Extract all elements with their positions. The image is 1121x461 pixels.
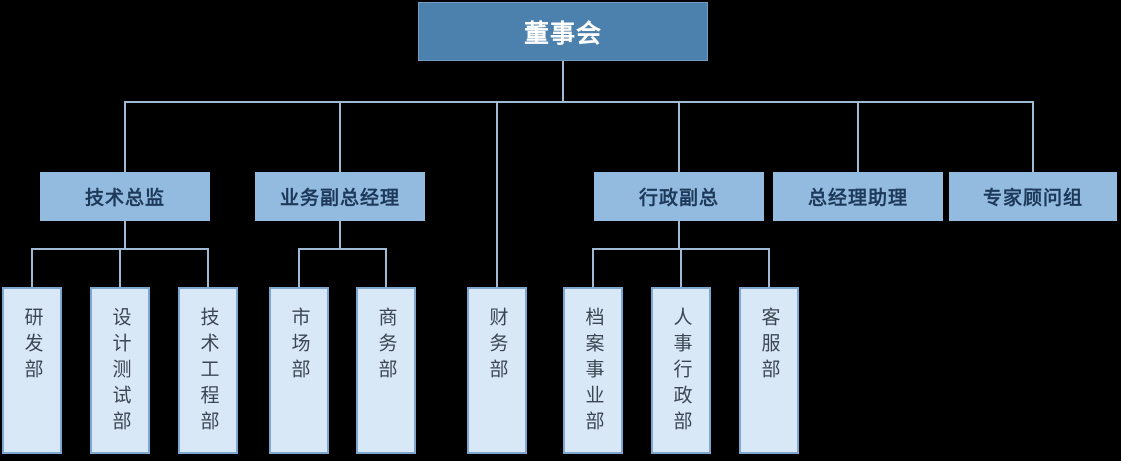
org-node-design-test-dept-label: 设计测试部 [109,307,131,437]
connector-drop-tech-engineering-dept [207,248,209,287]
org-node-expert-advisors-label: 专家顾问组 [982,188,1083,209]
org-node-tech-director: 技术总监 [40,172,210,221]
connector-business-children-rail [298,248,387,250]
connector-drop-commerce-dept [385,248,387,287]
connector-drop-business-vp [339,101,341,172]
org-node-design-test-dept: 设计测试部 [90,287,150,454]
connector-drop-market-dept [298,248,300,287]
org-node-tech-engineering-dept-label: 技术工程部 [197,307,219,437]
org-node-finance-dept-label: 财务部 [486,307,508,385]
org-node-finance-dept: 财务部 [467,287,527,454]
org-node-gm-assistant: 总经理助理 [773,172,943,221]
connector-tech-director-down [124,221,126,248]
connector-drop-customer-service-dept [768,248,770,287]
connector-drop-rd-dept [31,248,33,287]
org-node-admin-vp: 行政副总 [594,172,764,221]
org-node-customer-service-dept: 客服部 [739,287,799,454]
org-node-hr-admin-dept-label: 人事行政部 [670,307,692,437]
org-node-board-label: 董事会 [523,19,602,48]
connector-drop-tech-director [124,101,126,172]
org-node-tech-director-label: 技术总监 [84,188,165,209]
connector-business-vp-down [339,221,341,248]
connector-drop-expert-advisors [1032,101,1034,172]
connector-drop-archives-dept [592,248,594,287]
org-node-market-dept-label: 市场部 [288,307,310,385]
org-node-gm-assistant-label: 总经理助理 [807,188,908,209]
connector-main-rail [124,101,1034,103]
connector-admin-vp-down [678,221,680,248]
org-node-rd-dept-label: 研发部 [21,307,43,385]
org-node-market-dept: 市场部 [269,287,329,454]
org-node-expert-advisors: 专家顾问组 [949,172,1117,221]
connector-drop-design-test-dept [119,248,121,287]
org-node-commerce-dept-label: 商务部 [375,307,397,385]
connector-drop-gm-assistant [857,101,859,172]
org-node-board: 董事会 [418,2,708,61]
org-node-hr-admin-dept: 人事行政部 [651,287,711,454]
org-node-archives-dept-label: 档案事业部 [582,307,604,437]
org-node-tech-engineering-dept: 技术工程部 [178,287,238,454]
org-node-admin-vp-label: 行政副总 [638,188,719,209]
org-node-commerce-dept: 商务部 [356,287,416,454]
connector-drop-finance-dept [496,101,498,287]
connector-root-drop [562,61,564,101]
connector-drop-hr-admin-dept [680,248,682,287]
org-node-rd-dept: 研发部 [2,287,62,454]
org-node-business-vp-label: 业务副总经理 [279,188,400,209]
org-node-archives-dept: 档案事业部 [563,287,623,454]
org-node-business-vp: 业务副总经理 [255,172,425,221]
connector-drop-admin-vp [678,101,680,172]
org-node-customer-service-dept-label: 客服部 [758,307,780,385]
